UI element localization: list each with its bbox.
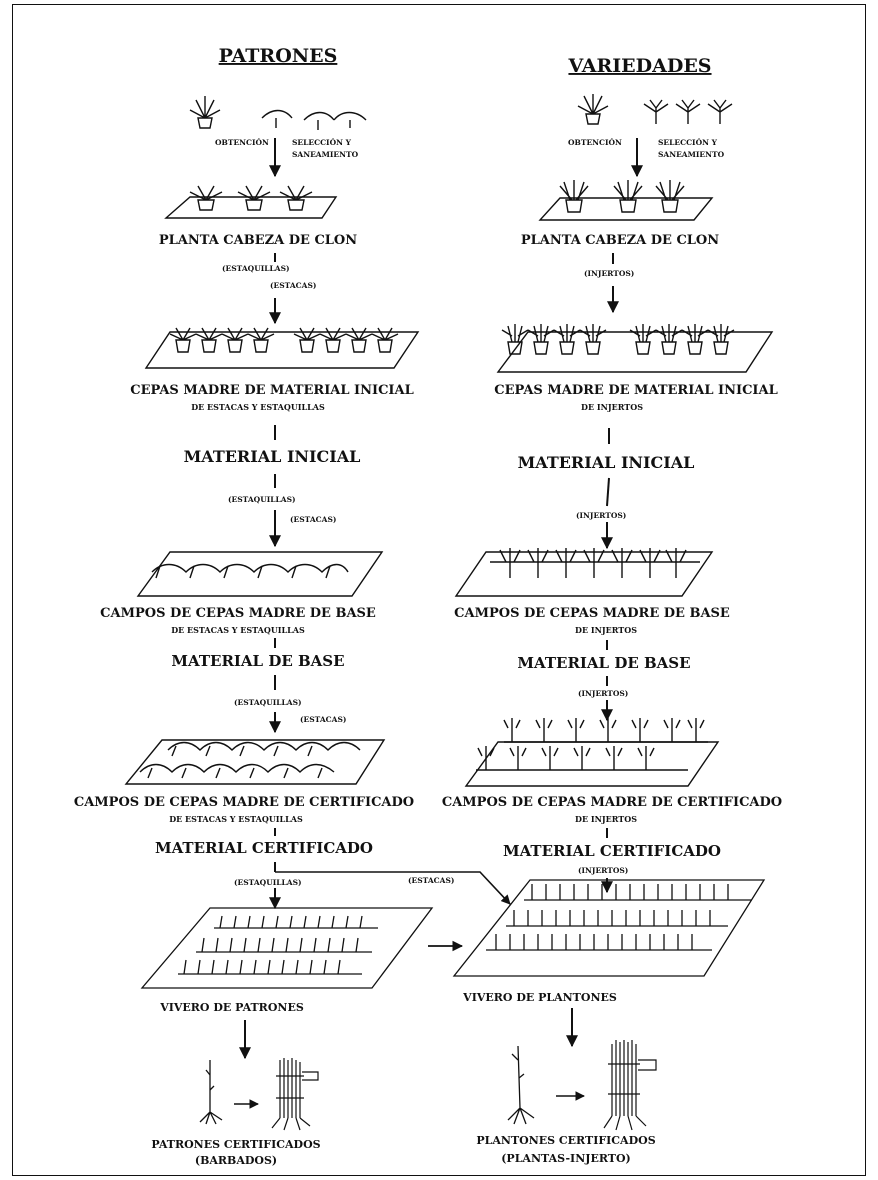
- right-vivero-plot: [452, 879, 766, 977]
- right-cepas-madre-inicial-plot: [496, 324, 774, 373]
- right-seleccion-plants-icon: [643, 99, 733, 124]
- right-title: VARIEDADES: [567, 55, 711, 77]
- left-planta-cabeza-plot: [164, 185, 338, 219]
- right-campos-cert-sub: DE INJERTOS: [575, 814, 637, 824]
- right-final-label-2: (PLANTAS-INJERTO): [501, 1152, 631, 1165]
- right-column: VARIEDADES OBTENCIÓN SELECCIÓN Y SANEAMI…: [442, 55, 782, 1165]
- right-campos-cert-plot: [464, 718, 720, 787]
- left-campos-base-label: CAMPOS DE CEPAS MADRE DE BASE: [100, 606, 376, 621]
- left-final-label-1: PATRONES CERTIFICADOS: [151, 1138, 320, 1151]
- left-campos-cert-sub: DE ESTACAS Y ESTAQUILLAS: [169, 814, 303, 824]
- left-potted-plants-row: [169, 327, 399, 353]
- right-obtencion-label: OBTENCIÓN: [568, 138, 622, 147]
- right-bundle-graft-icon: [603, 1040, 657, 1131]
- left-seleccion-label-2: SANEAMIENTO: [292, 150, 359, 159]
- left-cepas-madre-inicial-sub: DE ESTACAS Y ESTAQUILLAS: [191, 402, 325, 412]
- right-material-inicial-label: MATERIAL INICIAL: [518, 453, 695, 472]
- left-material-base-label: MATERIAL DE BASE: [171, 652, 344, 670]
- right-material-base-label: MATERIAL DE BASE: [517, 654, 690, 672]
- right-campos-base-sub: DE INJERTOS: [575, 625, 637, 635]
- left-material-cert-label: MATERIAL CERTIFICADO: [155, 839, 373, 857]
- left-estacas-4: (ESTACAS): [408, 876, 454, 885]
- right-single-graft-icon: [507, 1045, 535, 1125]
- left-obtencion-label: OBTENCIÓN: [215, 138, 269, 147]
- right-seleccion-label-1: SELECCIÓN Y: [658, 138, 718, 147]
- left-estaquillas-2: (ESTAQUILLAS): [228, 495, 296, 504]
- left-campos-cert-plot: [124, 739, 386, 785]
- right-injertos-3: (INJERTOS): [578, 689, 628, 698]
- left-vivero-plot: [140, 907, 434, 989]
- right-final-label-1: PLANTONES CERTIFICADOS: [476, 1134, 655, 1147]
- left-estaquillas-3: (ESTAQUILLAS): [234, 698, 302, 707]
- right-vivero-label: VIVERO DE PLANTONES: [462, 991, 617, 1004]
- right-obtencion-plant-icon: [577, 94, 609, 125]
- right-planta-cabeza-label: PLANTA CABEZA DE CLON: [521, 233, 719, 248]
- right-cepas-madre-inicial-sub: DE INJERTOS: [581, 402, 643, 412]
- right-cepas-madre-inicial-label: CEPAS MADRE DE MATERIAL INICIAL: [494, 383, 777, 398]
- right-planta-cabeza-plot: [538, 180, 714, 221]
- left-planta-cabeza-label: PLANTA CABEZA DE CLON: [159, 233, 357, 248]
- right-potted-plants-row: [501, 324, 735, 355]
- left-cepas-madre-inicial-plot: [144, 327, 420, 369]
- left-campos-base-sub: DE ESTACAS Y ESTAQUILLAS: [171, 625, 305, 635]
- right-material-cert-label: MATERIAL CERTIFICADO: [503, 842, 721, 860]
- left-cepas-madre-inicial-label: CEPAS MADRE DE MATERIAL INICIAL: [130, 383, 413, 398]
- left-estacas-1: (ESTACAS): [270, 281, 316, 290]
- left-estacas-2: (ESTACAS): [290, 515, 336, 524]
- estacas-cross-arrow: [275, 871, 511, 905]
- left-seleccion-label-1: SELECCIÓN Y: [292, 138, 352, 147]
- right-injertos-2: (INJERTOS): [576, 511, 626, 520]
- right-injertos-1: (INJERTOS): [584, 269, 634, 278]
- left-title: PATRONES: [219, 45, 338, 67]
- left-campos-base-plot: [136, 551, 384, 597]
- right-seleccion-label-2: SANEAMIENTO: [658, 150, 725, 159]
- left-estaquillas-1: (ESTAQUILLAS): [222, 264, 290, 273]
- page-frame: [12, 4, 866, 1176]
- right-campos-cert-label: CAMPOS DE CEPAS MADRE DE CERTIFICADO: [442, 795, 782, 810]
- left-bundle-rootstock-icon: [271, 1058, 319, 1131]
- left-column: PATRONES OBTENCIÓN SELECCIÓN Y SANEAMIEN…: [74, 45, 434, 1167]
- cross-connections: (ESTACAS): [275, 871, 511, 952]
- right-vine-rows-cert: [477, 718, 705, 770]
- right-link-3: [606, 477, 610, 507]
- left-vivero-label: VIVERO DE PATRONES: [159, 1001, 304, 1014]
- left-campos-cert-label: CAMPOS DE CEPAS MADRE DE CERTIFICADO: [74, 795, 414, 810]
- right-campos-base-plot: [454, 548, 714, 597]
- left-estaquillas-4: (ESTAQUILLAS): [234, 878, 302, 887]
- left-seleccion-plants-icon: [261, 109, 367, 130]
- right-injertos-4: (INJERTOS): [578, 866, 628, 875]
- left-obtencion-plant-icon: [189, 96, 221, 129]
- left-final-label-2: (BARBADOS): [195, 1154, 277, 1167]
- right-vine-row-base: [499, 548, 687, 578]
- left-material-inicial-label: MATERIAL INICIAL: [184, 447, 361, 466]
- right-campos-base-label: CAMPOS DE CEPAS MADRE DE BASE: [454, 606, 730, 621]
- left-single-rootstock-icon: [199, 1060, 223, 1125]
- left-estacas-3: (ESTACAS): [300, 715, 346, 724]
